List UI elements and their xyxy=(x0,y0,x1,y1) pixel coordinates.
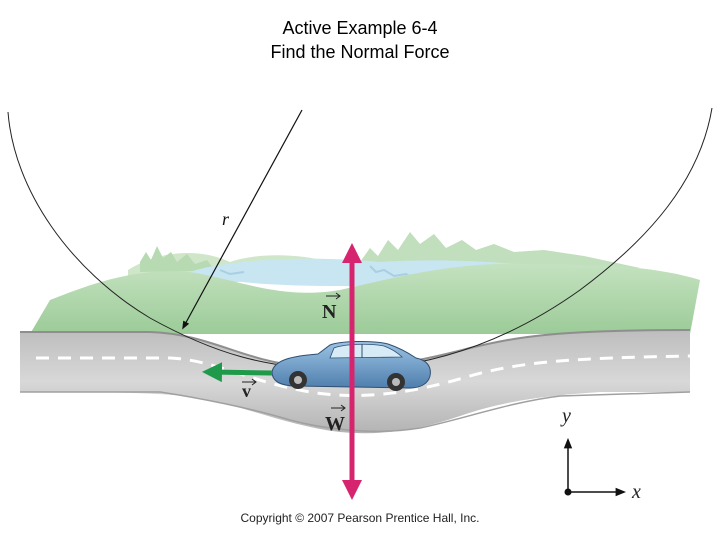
velocity-arrow xyxy=(202,362,273,383)
road-center-line xyxy=(36,354,691,397)
title-line-2: Find the Normal Force xyxy=(270,42,450,62)
y-axis-label: y xyxy=(560,405,571,427)
radius-label: r xyxy=(222,209,230,229)
normal-force-label: N xyxy=(322,301,337,323)
axes-origin xyxy=(564,488,572,496)
slide-title: Active Example 6-4 Find the Normal Force xyxy=(0,16,720,64)
copyright-notice: Copyright © 2007 Pearson Prentice Hall, … xyxy=(240,511,480,525)
velocity-label: v xyxy=(242,381,251,401)
left-treeline xyxy=(140,246,250,272)
x-axis-label: x xyxy=(631,481,641,503)
weight-vector-accent xyxy=(331,404,346,412)
normal-vector-accent xyxy=(326,292,341,300)
coordinate-axes: y x xyxy=(560,405,641,503)
title-line-1: Active Example 6-4 xyxy=(282,18,438,38)
grass-field xyxy=(30,263,700,334)
velocity-vector-accent xyxy=(242,378,257,386)
weight-label: W xyxy=(325,413,345,435)
radius-line xyxy=(182,109,303,330)
